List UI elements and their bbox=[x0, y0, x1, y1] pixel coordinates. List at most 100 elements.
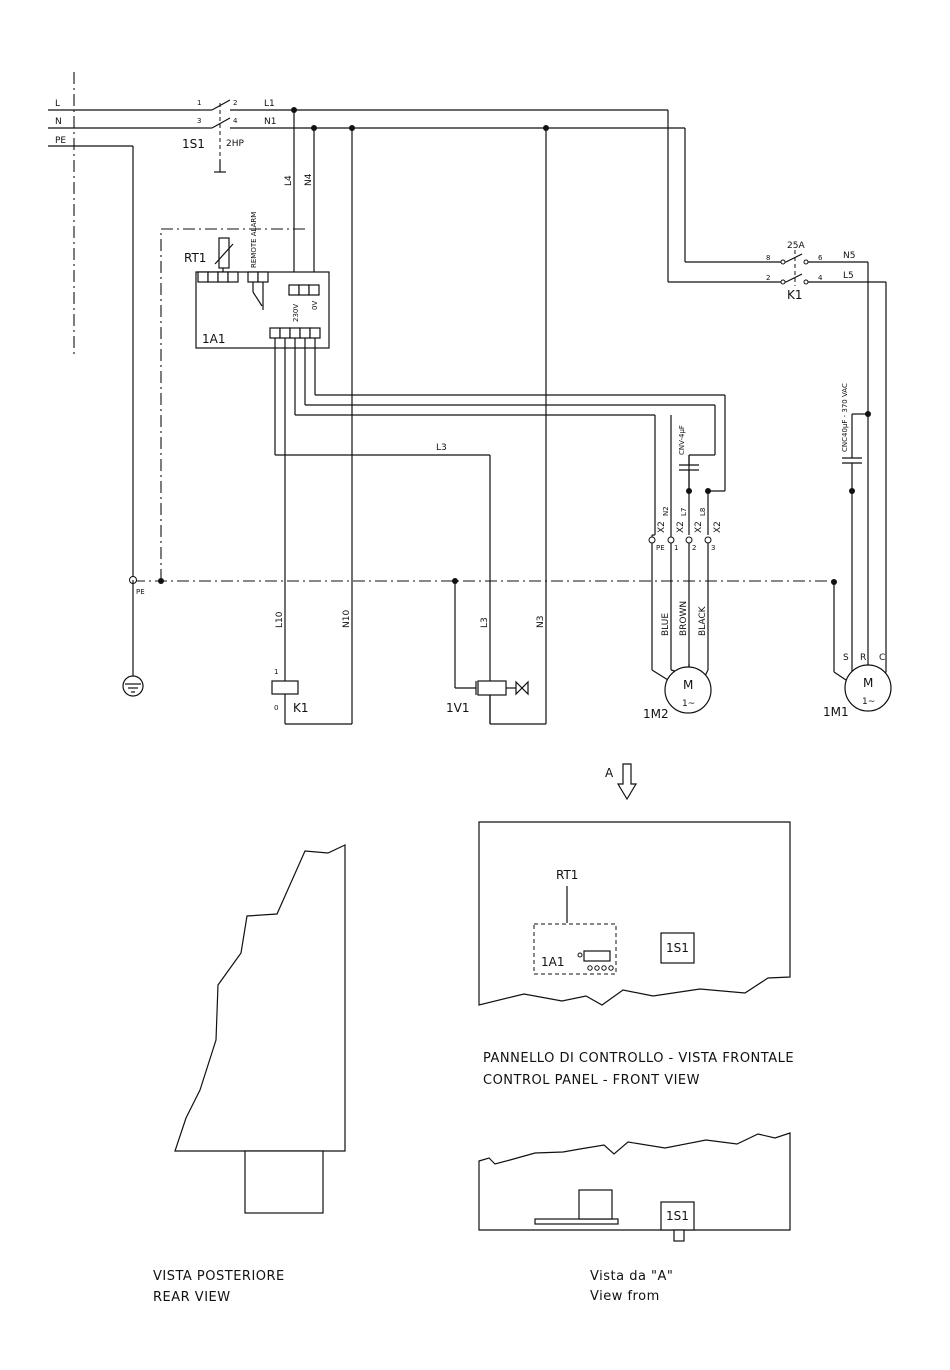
junction-earth-motor bbox=[831, 579, 837, 585]
capacitor-cnc-label: CNC40μF - 370 VAC bbox=[841, 383, 849, 452]
front-view-caption-en: CONTROL PANEL - FRONT VIEW bbox=[483, 1073, 700, 1088]
valve-label: 1V1 bbox=[446, 701, 469, 715]
wire-label-N5: N5 bbox=[843, 251, 855, 261]
side-view-panel bbox=[478, 1132, 791, 1231]
bus-lines bbox=[290, 109, 780, 724]
front-view-keys bbox=[587, 965, 614, 971]
sensor-label-RT1: RT1 bbox=[184, 251, 206, 265]
k1-t6: 6 bbox=[818, 254, 823, 262]
motor-1M1-symbol: M bbox=[863, 676, 873, 690]
terminal-x2-1 bbox=[667, 536, 675, 544]
motor-1M1-c: C bbox=[879, 653, 885, 663]
motor-1M1-label: 1M1 bbox=[823, 705, 849, 719]
wire-label-L10: L10 bbox=[275, 611, 285, 628]
junction-n1-c bbox=[543, 125, 549, 131]
controller-earth-dashline bbox=[160, 228, 305, 580]
label-L: L bbox=[55, 99, 60, 109]
coil-label-K1: K1 bbox=[293, 701, 309, 715]
junction-cap-b bbox=[705, 488, 711, 494]
wire-label-L8: L8 bbox=[699, 508, 707, 516]
view-arrow-label: A bbox=[605, 766, 614, 780]
lead-brown: BROWN bbox=[679, 601, 689, 636]
junction-cap-a bbox=[686, 488, 692, 494]
pe-terminal-label: PE bbox=[136, 588, 145, 596]
junction-cnc-r bbox=[865, 411, 871, 417]
k1-contact-4 bbox=[803, 279, 809, 285]
wire-label-N1: N1 bbox=[264, 117, 276, 127]
junction-n1-a bbox=[311, 125, 317, 131]
lead-blue: BLUE bbox=[661, 613, 671, 636]
k1-contact-label: K1 bbox=[787, 288, 803, 302]
motor-1M1-phase: 1~ bbox=[862, 697, 875, 707]
switch-terminal-1: 1 bbox=[197, 99, 201, 107]
k1-rating: 25A bbox=[787, 241, 805, 251]
front-view-caption-it: PANNELLO DI CONTROLLO - VISTA FRONTALE bbox=[483, 1051, 794, 1066]
k1-t2: 2 bbox=[766, 274, 770, 282]
side-view-switch-shaft bbox=[673, 1229, 685, 1242]
front-view-rt1-label: RT1 bbox=[556, 868, 578, 882]
x2-num-3: 3 bbox=[711, 544, 715, 552]
side-view-base-plate bbox=[534, 1218, 619, 1225]
earth-symbol-icon bbox=[122, 580, 144, 697]
coil-terminal-0: 0 bbox=[274, 704, 278, 712]
junction-n1-b bbox=[349, 125, 355, 131]
switch-terminal-3: 3 bbox=[197, 117, 201, 125]
terminal-0V-label: 0V bbox=[311, 301, 319, 310]
side-view-1s1-label: 1S1 bbox=[666, 1209, 689, 1223]
switch-terminal-4: 4 bbox=[233, 117, 238, 125]
front-view-panel bbox=[478, 821, 791, 1006]
front-view-display bbox=[583, 950, 611, 962]
motor-1M2-symbol: M bbox=[683, 678, 693, 692]
junction-cnc-s bbox=[849, 488, 855, 494]
k1-t8: 8 bbox=[766, 254, 770, 262]
rear-view-box bbox=[244, 1150, 324, 1214]
junction-earth-controller bbox=[158, 578, 164, 584]
alarm-relay-contact bbox=[252, 282, 264, 310]
terminal-x2-2 bbox=[685, 536, 693, 544]
front-view-led bbox=[577, 952, 583, 958]
solenoid-valve-1V1 bbox=[454, 581, 546, 725]
terminal-x2-pe bbox=[648, 536, 656, 544]
front-view-1s1-label: 1S1 bbox=[666, 941, 689, 955]
x2-label-1: X2 bbox=[676, 521, 686, 533]
wire-label-L1: L1 bbox=[264, 99, 275, 109]
remote-alarm-label: REMOTE ALARM bbox=[250, 212, 258, 268]
wire-label-L4: L4 bbox=[284, 175, 294, 186]
label-PE: PE bbox=[55, 136, 66, 146]
motor-1M1 bbox=[844, 664, 892, 712]
sensor-RT1 bbox=[214, 237, 234, 272]
wire-label-N2: N2 bbox=[662, 506, 670, 516]
k1-contact-2 bbox=[780, 279, 786, 285]
terminal-230V-label: 230V bbox=[292, 304, 300, 322]
capacitor-cnv bbox=[679, 455, 699, 491]
terminal-block-X2 bbox=[651, 415, 709, 670]
x2-label-3: X2 bbox=[713, 521, 723, 533]
motor-1M2-phase: 1~ bbox=[682, 699, 695, 709]
capacitor-cnv-label: CNV-4μF bbox=[678, 425, 686, 455]
wire-label-N4: N4 bbox=[304, 173, 314, 186]
k1-t4: 4 bbox=[818, 274, 823, 282]
main-switch-1S1 bbox=[200, 99, 290, 173]
controller-terminals-bottom bbox=[269, 327, 321, 339]
motor-1M1-r: R bbox=[860, 653, 866, 663]
switch-rating: 2HP bbox=[226, 139, 244, 149]
side-view-switch bbox=[660, 1201, 695, 1231]
capacitor-cnc bbox=[842, 413, 868, 672]
terminal-x2-3 bbox=[704, 536, 712, 544]
controller-label-1A1: 1A1 bbox=[202, 332, 225, 346]
rear-view-caption-en: REAR VIEW bbox=[153, 1290, 231, 1305]
wire-label-L3: L3 bbox=[480, 617, 490, 628]
x2-num-2: 2 bbox=[692, 544, 696, 552]
x2-label-pe: X2 bbox=[657, 521, 667, 533]
controller-terminals-top bbox=[197, 271, 320, 296]
supply-lines bbox=[48, 109, 200, 578]
rear-view-panel bbox=[174, 844, 346, 1152]
wire-label-N3: N3 bbox=[536, 616, 546, 628]
front-view-switch bbox=[660, 932, 695, 964]
front-view-1a1-label: 1A1 bbox=[541, 955, 564, 969]
view-arrow-icon bbox=[616, 763, 638, 801]
label-N: N bbox=[55, 117, 62, 127]
x2-num-pe: PE bbox=[656, 544, 665, 552]
k1-contact-8 bbox=[780, 259, 786, 265]
